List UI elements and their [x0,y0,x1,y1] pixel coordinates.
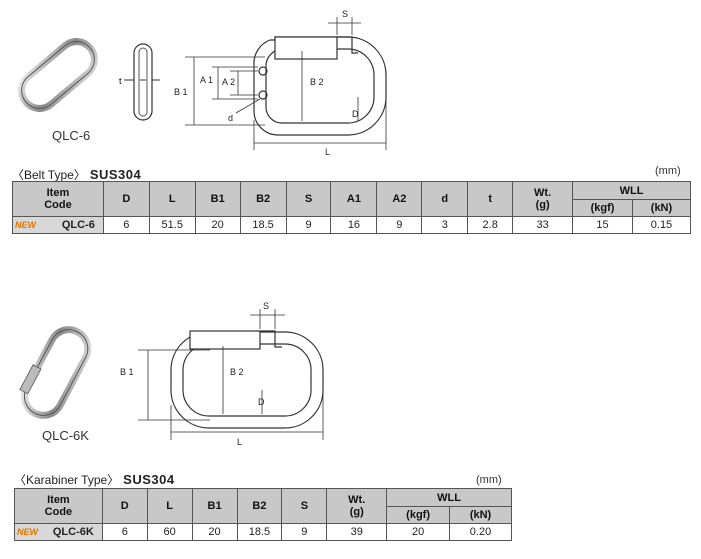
unit-label: (mm) [655,165,681,177]
diagram-b1-label: B 1 [174,87,188,97]
qlc6-side-view: t [119,43,160,121]
diagram-l-label: L [237,437,242,447]
col-header: L [148,181,196,217]
diagram-b2-label: B 2 [310,77,324,87]
weight-header: Wt.(g) [512,181,574,217]
col-header: B2 [239,181,287,217]
col-header: t [467,181,514,217]
value-cell: 0.20 [449,523,512,541]
value-cell: 18.5 [236,523,283,541]
qlc6-photo [18,38,98,112]
diagram-b2-label: B 2 [230,367,244,377]
value-cell: 39 [326,523,388,541]
kgf-header: (kgf) [572,199,633,217]
value-cell: 0.15 [631,216,692,234]
diagram-d-big-label: D [258,397,265,407]
qlc6-dimension-diagram: S B 1 A 1 A 2 B 2 D d L [174,9,387,157]
kn-header: (kN) [449,506,512,524]
belt-type-section-title: 〈Belt Type〉SUS304 [12,166,141,183]
material-label: SUS304 [89,167,142,182]
col-header: B1 [194,181,241,217]
qlc6k-photo [19,326,92,419]
diagram-d-small-label: d [228,113,233,123]
col-header: S [285,181,332,217]
diagram-a1-label: A 1 [200,75,213,85]
value-cell: 20 [194,216,241,234]
value-cell: 33 [512,216,574,234]
value-cell: 60 [146,523,193,541]
value-cell: 2.8 [467,216,514,234]
new-badge: NEW [17,527,38,537]
col-header: D [101,488,148,524]
value-cell: 51.5 [148,216,196,234]
col-header: A2 [376,181,423,217]
col-header: S [281,488,328,524]
qlc6-photo-label: QLC-6 [52,128,91,143]
value-cell: 6 [102,216,150,234]
col-header: d [421,181,469,217]
diagram-s-label: S [263,301,269,311]
col-header: B1 [191,488,238,524]
value-cell: 3 [421,216,469,234]
value-cell: 20 [386,523,451,541]
section-type-label: 〈Belt Type〉 [12,168,86,182]
diagram-b1-label: B 1 [120,367,134,377]
value-cell: 9 [376,216,423,234]
qlc6k-photo-label: QLC-6K [42,428,89,443]
qlc6k-dimension-diagram: S B 1 B 2 D L [120,301,324,447]
weight-header: Wt.(g) [326,488,388,524]
karabiner-type-section-title: 〈Karabiner Type〉SUS304 [14,471,175,488]
col-header: L [146,488,193,524]
value-cell: 16 [330,216,378,234]
material-label: SUS304 [123,472,175,487]
diagram-d-big-label: D [352,109,359,119]
col-header: B2 [236,488,283,524]
new-badge: NEW [15,220,36,230]
wll-header: WLL [572,181,691,200]
value-cell: 20 [191,523,238,541]
kgf-header: (kgf) [386,506,451,524]
value-cell: 6 [101,523,148,541]
value-cell: 18.5 [239,216,287,234]
diagram-l-label: L [325,147,330,157]
section-type-label: 〈Karabiner Type〉 [14,473,120,487]
unit-label: (mm) [476,474,502,486]
diagram-s-label: S [342,9,348,19]
wll-header: WLL [386,488,512,507]
diagram-t-label: t [119,76,122,86]
col-header: A1 [330,181,378,217]
value-cell: 9 [281,523,328,541]
diagram-a2-label: A 2 [222,77,235,87]
value-cell: 9 [285,216,332,234]
value-cell: 15 [572,216,633,234]
kn-header: (kN) [631,199,692,217]
col-header: D [102,181,150,217]
